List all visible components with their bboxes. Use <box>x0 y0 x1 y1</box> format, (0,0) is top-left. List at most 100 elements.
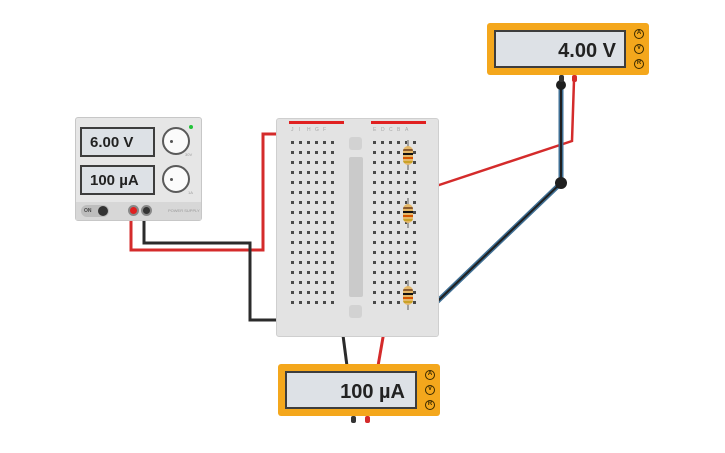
breadboard-hole[interactable] <box>323 191 326 194</box>
breadboard-hole[interactable] <box>323 231 326 234</box>
breadboard-hole[interactable] <box>315 141 318 144</box>
breadboard-hole[interactable] <box>331 181 334 184</box>
breadboard-hole[interactable] <box>389 141 392 144</box>
breadboard-hole[interactable] <box>381 251 384 254</box>
breadboard-hole[interactable] <box>323 281 326 284</box>
breadboard-hole[interactable] <box>389 181 392 184</box>
multimeter-current[interactable]: 100 µA A V R <box>278 364 440 416</box>
breadboard-hole[interactable] <box>291 171 294 174</box>
breadboard-hole[interactable] <box>299 271 302 274</box>
breadboard-hole[interactable] <box>373 251 376 254</box>
breadboard-hole[interactable] <box>405 171 408 174</box>
breadboard-hole[interactable] <box>331 301 334 304</box>
breadboard-hole[interactable] <box>331 261 334 264</box>
breadboard-hole[interactable] <box>389 281 392 284</box>
meter-bottom-ohmmeter-button[interactable]: R <box>425 400 435 410</box>
breadboard-hole[interactable] <box>291 231 294 234</box>
breadboard-hole[interactable] <box>299 251 302 254</box>
breadboard-hole[interactable] <box>389 201 392 204</box>
breadboard-hole[interactable] <box>299 171 302 174</box>
breadboard-hole[interactable] <box>373 281 376 284</box>
probe-tip-top[interactable] <box>556 80 566 90</box>
breadboard-hole[interactable] <box>373 141 376 144</box>
breadboard-hole[interactable] <box>413 171 416 174</box>
breadboard-hole[interactable] <box>299 301 302 304</box>
breadboard-hole[interactable] <box>397 251 400 254</box>
breadboard-hole[interactable] <box>299 261 302 264</box>
breadboard-hole[interactable] <box>373 181 376 184</box>
breadboard-hole[interactable] <box>331 211 334 214</box>
breadboard-hole[interactable] <box>381 231 384 234</box>
breadboard-hole[interactable] <box>405 271 408 274</box>
breadboard-hole[interactable] <box>331 291 334 294</box>
meter-top-black-jack[interactable] <box>559 75 564 82</box>
breadboard-hole[interactable] <box>307 301 310 304</box>
breadboard-hole[interactable] <box>405 181 408 184</box>
breadboard-hole[interactable] <box>307 191 310 194</box>
breadboard-hole[interactable] <box>413 221 416 224</box>
breadboard-hole[interactable] <box>315 231 318 234</box>
breadboard-hole[interactable] <box>373 211 376 214</box>
breadboard-hole[interactable] <box>323 221 326 224</box>
breadboard-hole[interactable] <box>291 151 294 154</box>
breadboard-hole[interactable] <box>315 251 318 254</box>
wire-psu-black[interactable] <box>142 211 292 322</box>
breadboard-hole[interactable] <box>291 201 294 204</box>
psu-positive-terminal[interactable] <box>128 205 139 216</box>
breadboard-hole[interactable] <box>397 181 400 184</box>
breadboard-hole[interactable] <box>323 201 326 204</box>
breadboard-hole[interactable] <box>299 161 302 164</box>
breadboard-hole[interactable] <box>299 241 302 244</box>
breadboard-hole[interactable] <box>331 171 334 174</box>
breadboard-hole[interactable] <box>413 241 416 244</box>
breadboard-hole[interactable] <box>397 151 400 154</box>
breadboard-hole[interactable] <box>299 221 302 224</box>
breadboard-hole[interactable] <box>291 271 294 274</box>
current-knob[interactable] <box>162 165 190 193</box>
breadboard-hole[interactable] <box>413 281 416 284</box>
breadboard-hole[interactable] <box>315 211 318 214</box>
breadboard-hole[interactable] <box>331 241 334 244</box>
breadboard-hole[interactable] <box>413 301 416 304</box>
breadboard-hole[interactable] <box>291 161 294 164</box>
breadboard-hole[interactable] <box>323 251 326 254</box>
breadboard-hole[interactable] <box>315 241 318 244</box>
breadboard-hole[interactable] <box>413 251 416 254</box>
breadboard-hole[interactable] <box>373 221 376 224</box>
resistor-2[interactable] <box>403 198 413 228</box>
breadboard-hole[interactable] <box>381 181 384 184</box>
breadboard-hole[interactable] <box>291 141 294 144</box>
breadboard-hole[interactable] <box>315 151 318 154</box>
breadboard-hole[interactable] <box>397 191 400 194</box>
breadboard-hole[interactable] <box>405 141 408 144</box>
meter-top-ammeter-button[interactable]: A <box>634 29 644 39</box>
breadboard-hole[interactable] <box>413 191 416 194</box>
breadboard-hole[interactable] <box>323 171 326 174</box>
breadboard-hole[interactable] <box>307 261 310 264</box>
breadboard-hole[interactable] <box>331 201 334 204</box>
breadboard-hole[interactable] <box>381 261 384 264</box>
power-switch[interactable]: ON <box>81 205 109 217</box>
breadboard-hole[interactable] <box>373 171 376 174</box>
breadboard-hole[interactable] <box>373 301 376 304</box>
breadboard-hole[interactable] <box>389 171 392 174</box>
breadboard-hole[interactable] <box>405 261 408 264</box>
breadboard-hole[interactable] <box>299 201 302 204</box>
breadboard-hole[interactable] <box>381 191 384 194</box>
meter-bottom-black-jack[interactable] <box>351 416 356 423</box>
breadboard-hole[interactable] <box>389 161 392 164</box>
breadboard-hole[interactable] <box>291 291 294 294</box>
breadboard-hole[interactable] <box>373 231 376 234</box>
breadboard-hole[interactable] <box>315 221 318 224</box>
breadboard-hole[interactable] <box>291 211 294 214</box>
breadboard-hole[interactable] <box>381 151 384 154</box>
breadboard-hole[interactable] <box>315 161 318 164</box>
breadboard-hole[interactable] <box>381 291 384 294</box>
meter-bottom-ammeter-button[interactable]: A <box>425 370 435 380</box>
breadboard-hole[interactable] <box>315 181 318 184</box>
breadboard-hole[interactable] <box>307 291 310 294</box>
power-supply[interactable]: 6.00 V 100 µA 30V 1A ON POWER SUPPLY <box>75 117 202 221</box>
breadboard-hole[interactable] <box>397 281 400 284</box>
breadboard-hole[interactable] <box>397 291 400 294</box>
